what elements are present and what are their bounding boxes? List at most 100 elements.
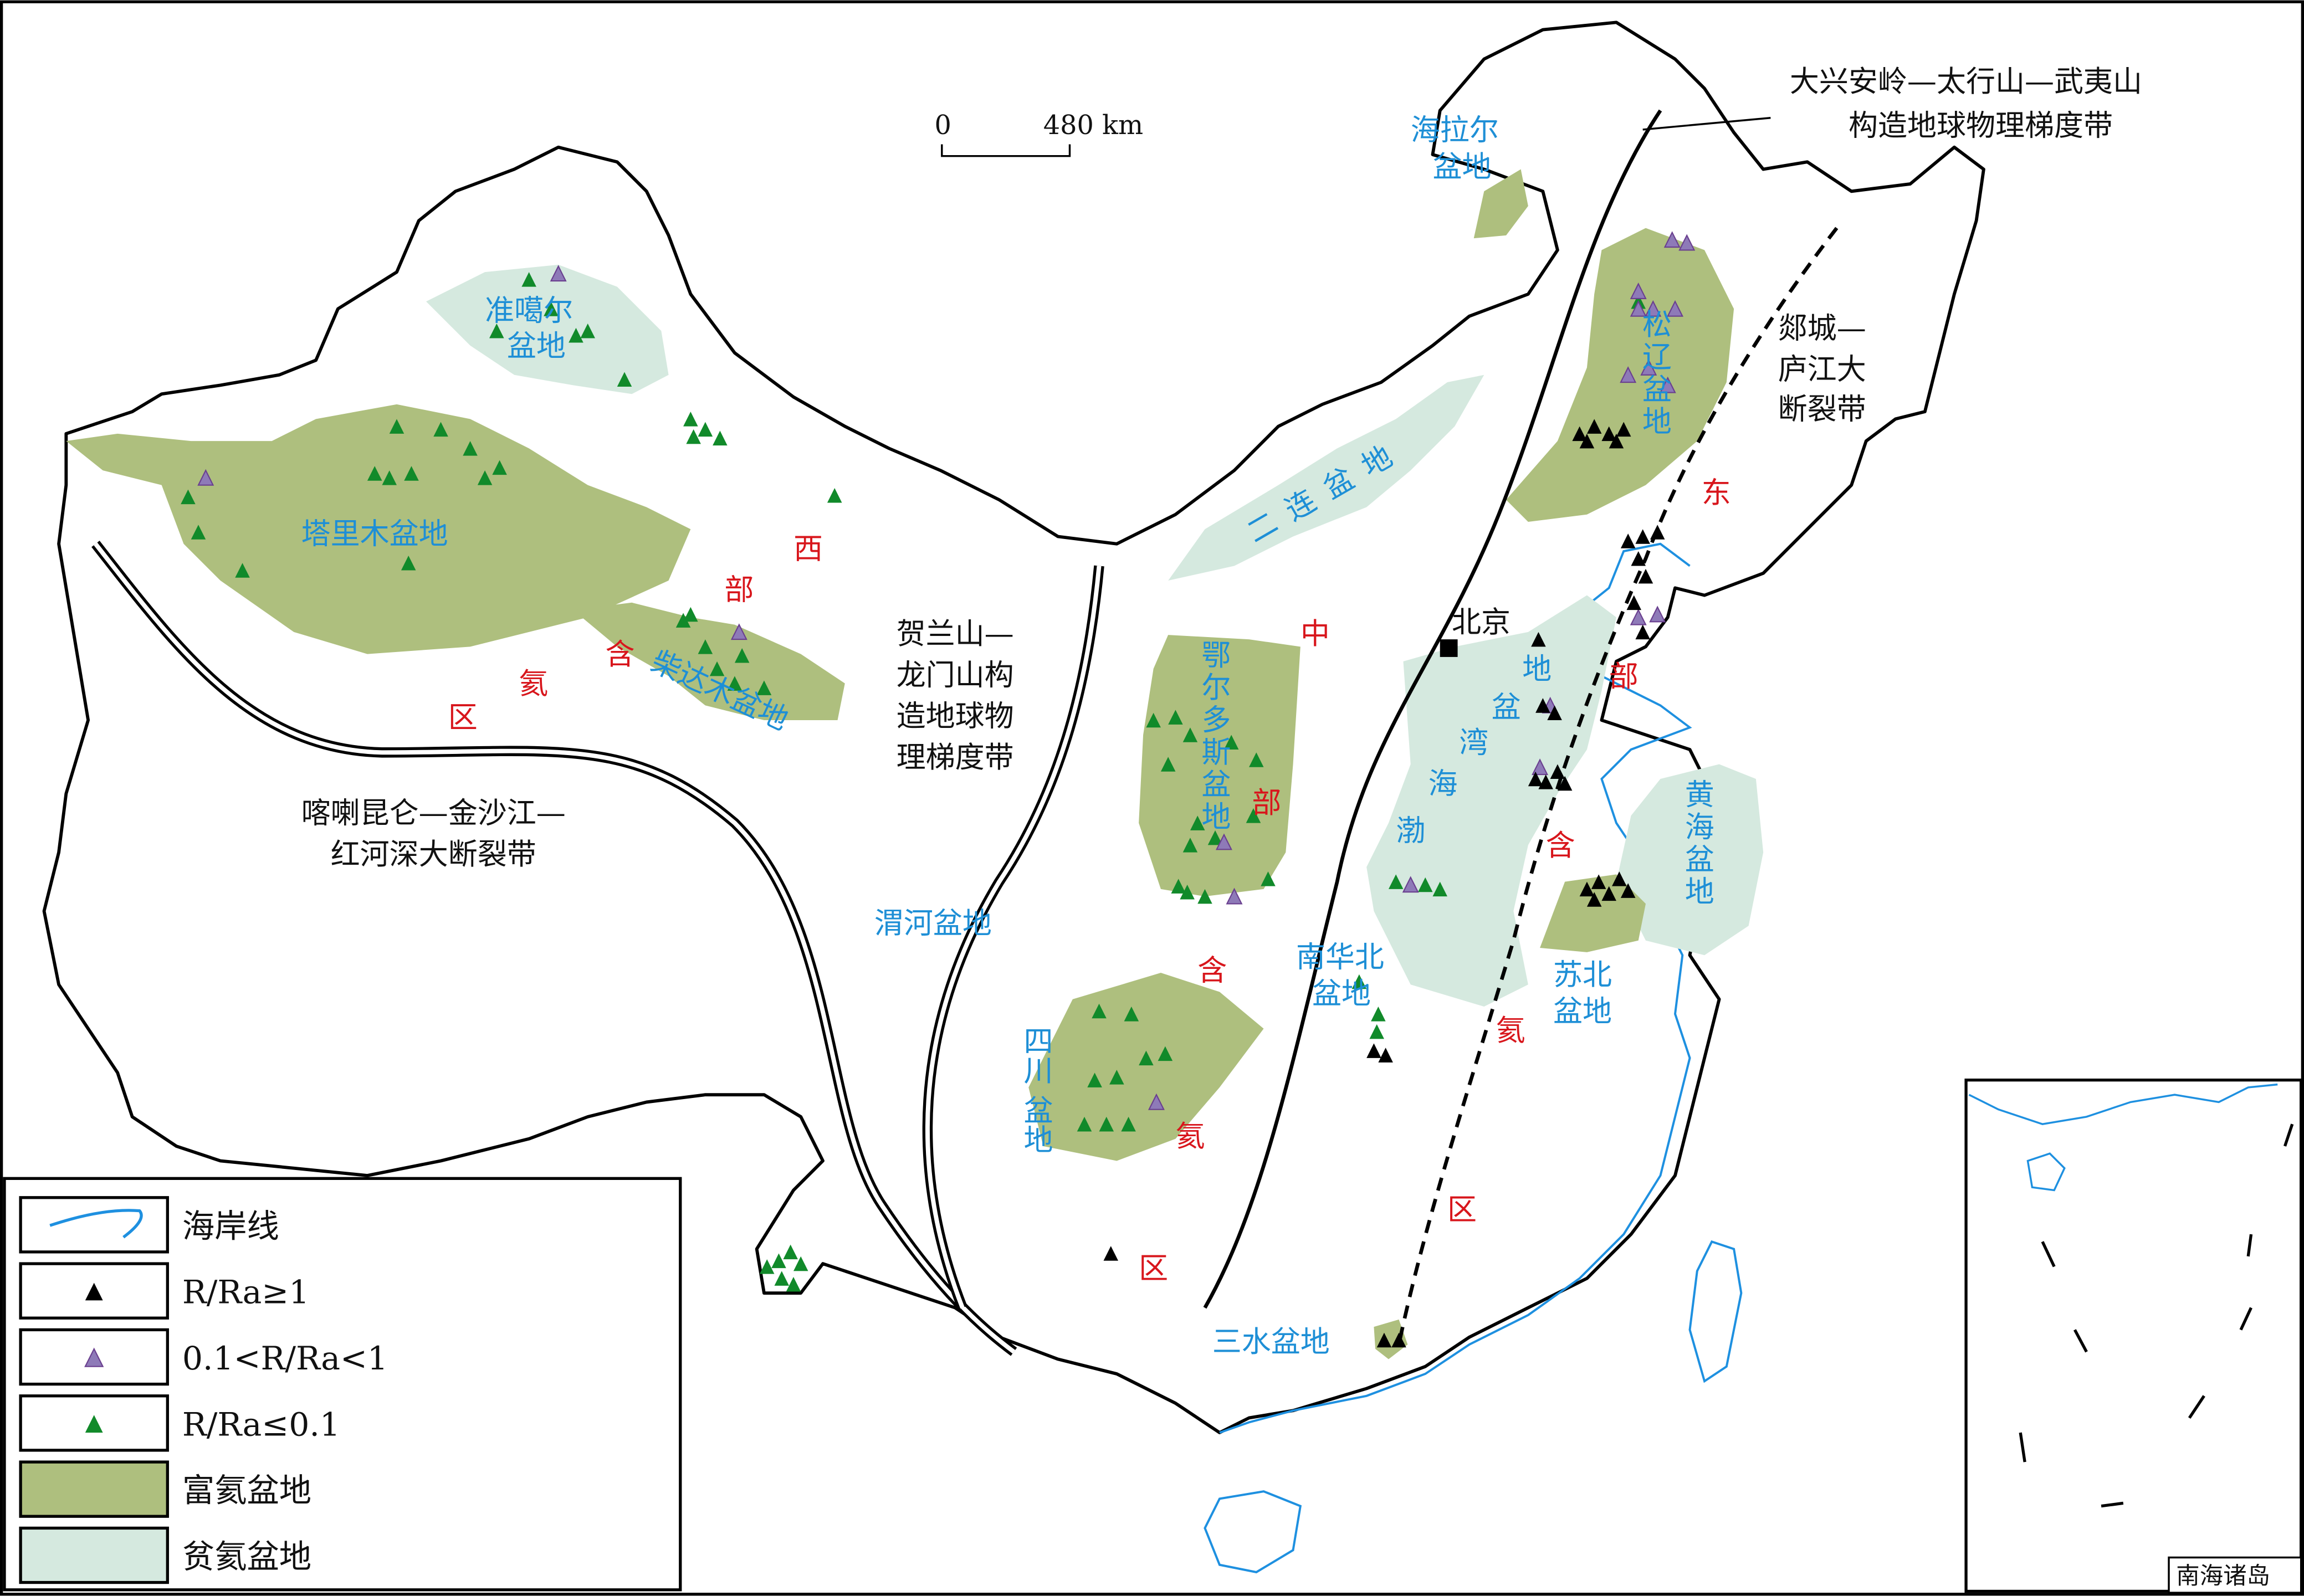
triangle-low-ratio-icon [617, 372, 632, 387]
triangle-high-ratio-icon [1631, 551, 1646, 566]
triangle-low-ratio-icon [1190, 815, 1205, 830]
triangle-mid-ratio-icon [1215, 833, 1232, 850]
helanshan-longmenshan-gradient-belt [922, 565, 1104, 1310]
triangle-high-ratio-icon [1535, 698, 1550, 713]
triangle-high-ratio-icon [1616, 422, 1631, 437]
triangle-low-ratio-icon [1158, 1046, 1173, 1061]
triangle-high-ratio-icon [1378, 1048, 1393, 1063]
label-helanshan-2: 龙门山构 [897, 658, 1014, 692]
triangle-high-ratio-icon [1366, 1043, 1381, 1058]
triangle-mid-ratio-icon [1645, 300, 1662, 317]
zone-label-central: 区 [1139, 1251, 1168, 1286]
triangle-low-ratio-icon [477, 470, 493, 485]
zone-label-east: 区 [1447, 1193, 1477, 1227]
daxinganling-leader-line [1642, 117, 1771, 131]
label-subei: 苏北 [1553, 957, 1612, 992]
label-subei-2: 盆地 [1553, 994, 1612, 1029]
basin-hailar [1473, 169, 1528, 239]
beijing-marker-icon [1440, 639, 1458, 657]
triangle-low-ratio-icon [709, 661, 725, 676]
zone-label-west: 部 [724, 573, 754, 607]
triangle-high-ratio-icon [1391, 1332, 1406, 1348]
zone-label-west: 氦 [519, 666, 548, 701]
triangle-low-ratio-icon [1092, 1003, 1107, 1019]
triangle-low-ratio-icon [404, 466, 419, 481]
triangle-high-ratio-icon [1626, 595, 1642, 610]
triangle-low-ratio-icon [783, 1244, 798, 1260]
legend-item-swatch-rich: 富氦盆地 [19, 1460, 311, 1518]
triangle-low-ratio-icon [1168, 710, 1183, 725]
zone-label-central: 中 [1301, 617, 1330, 651]
legend-label: 贫氦盆地 [182, 1538, 311, 1576]
triangle-low-ratio-icon [235, 563, 250, 578]
basin-subei [1540, 874, 1646, 952]
triangle-low-ratio-icon [1369, 1024, 1384, 1039]
triangle-high-ratio-icon [1579, 433, 1595, 449]
city-label-beijing: 北京 [1452, 605, 1511, 639]
label-hailar-2: 盆地 [1432, 150, 1491, 184]
triangle-low-ratio-icon [713, 430, 728, 446]
triangle-mid-ratio-icon [1667, 300, 1684, 317]
triangle-low-ratio-icon [734, 648, 750, 663]
sample-points [181, 231, 1696, 1348]
basin-erlian [1168, 374, 1484, 581]
basin-yellow-sea [1616, 764, 1764, 956]
scale-zero: 0 [935, 110, 951, 141]
basin-sanshui [1374, 1319, 1408, 1359]
triangle-low-ratio-icon [1432, 881, 1448, 897]
triangle-low-ratio-icon [85, 1415, 103, 1433]
triangle-high-ratio-icon [1586, 419, 1602, 434]
triangle-low-ratio-icon [771, 1253, 786, 1269]
triangle-high-ratio-icon [1538, 774, 1553, 789]
triangle-mid-ratio-icon [197, 469, 214, 486]
legend-item-triangle-green: R/Ra≤0.1 [19, 1394, 340, 1452]
zone-label-west: 西 [793, 531, 823, 566]
label-tanlu-1: 郯城— [1778, 311, 1866, 345]
triangle-low-ratio-icon [827, 487, 842, 503]
triangle-low-ratio-icon [698, 422, 713, 437]
triangle-low-ratio-icon [759, 1259, 775, 1274]
zone-label-east: 含 [1546, 828, 1575, 863]
south-china-sea-inset: 南海诸岛 [1964, 1078, 2303, 1594]
label-tarim: 塔里木盆地 [301, 517, 448, 551]
triangle-high-ratio-icon [1612, 871, 1627, 886]
triangle-high-ratio-icon [1579, 881, 1595, 897]
triangle-mid-ratio-icon [1678, 234, 1696, 251]
triangle-low-ratio-icon [382, 470, 397, 485]
basin-bohai-bay [1366, 595, 1616, 1007]
label-kalakunlun-1: 喀喇昆仑—金沙江— [301, 796, 566, 830]
triangle-low-ratio-icon [489, 323, 504, 338]
triangle-high-ratio-icon [1620, 883, 1636, 898]
legend-item-coastline: 海岸线 [19, 1196, 279, 1254]
triangle-low-ratio-icon [1146, 712, 1161, 728]
triangle-low-ratio-icon [1249, 752, 1264, 767]
zone-label-west: 区 [448, 700, 478, 735]
basin-qaidam [573, 602, 845, 720]
scale-distance: 480 km [1043, 110, 1143, 141]
scale-bar: 0 480 km [935, 110, 1143, 157]
triangle-low-ratio-icon [1109, 1070, 1124, 1085]
triangle-low-ratio-icon [727, 676, 743, 691]
triangle-mid-ratio-icon [1532, 758, 1549, 776]
triangle-high-ratio-icon [1376, 1332, 1392, 1348]
triangle-low-ratio-icon [1417, 877, 1433, 892]
triangle-low-ratio-icon [492, 460, 507, 475]
triangle-low-ratio-icon [544, 301, 559, 316]
label-songliao: 松辽盆地 [1637, 309, 1672, 438]
triangle-mid-ratio-icon [730, 623, 747, 640]
label-tanlu-2: 庐江大 [1778, 352, 1866, 387]
inset-label: 南海诸岛 [2176, 1563, 2270, 1590]
zone-label-east: 部 [1609, 659, 1639, 694]
triangle-mid-ratio-icon [84, 1347, 104, 1367]
triangle-low-ratio-icon [1139, 1050, 1154, 1066]
triangle-mid-ratio-icon [1148, 1093, 1165, 1110]
triangle-low-ratio-icon [1246, 808, 1261, 823]
zone-label-central: 含 [1197, 953, 1227, 987]
triangle-mid-ratio-icon [1663, 231, 1681, 248]
triangle-low-ratio-icon [521, 272, 536, 287]
triangle-mid-ratio-icon [1630, 283, 1647, 299]
triangle-low-ratio-icon [367, 466, 382, 481]
triangle-high-ratio-icon [1586, 892, 1602, 907]
triangle-low-ratio-icon [786, 1276, 801, 1292]
triangle-low-ratio-icon [1388, 874, 1404, 889]
